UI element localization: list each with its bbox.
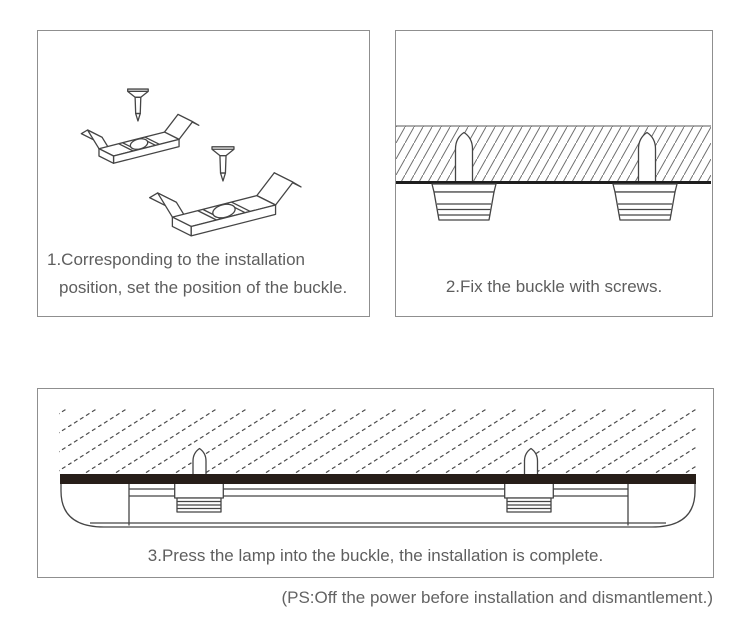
buckle-icon	[504, 483, 554, 513]
step2-panel: 2.Fix the buckle with screws.	[395, 30, 713, 317]
step3-panel: 3.Press the lamp into the buckle, the in…	[37, 388, 714, 578]
step3-caption: 3.Press the lamp into the buckle, the in…	[147, 546, 604, 565]
buckle-icon	[612, 183, 678, 221]
screw-icon	[523, 447, 539, 476]
lamp-housing	[60, 484, 696, 528]
buckle-clip-icon	[80, 114, 200, 164]
screw-icon	[454, 131, 474, 183]
power-off-footnote: (PS:Off the power before installation an…	[281, 588, 713, 607]
screw-icon	[192, 447, 207, 476]
ceiling-hatch	[59, 409, 696, 474]
buckle-placement-illustration	[80, 88, 302, 237]
step1-panel: 1.Corresponding to the installation posi…	[37, 30, 370, 317]
screw-icon	[637, 131, 657, 183]
screw-icon	[211, 146, 235, 182]
lamp-installed-illustration	[59, 409, 696, 528]
step1-caption-line2: position, set the position of the buckle…	[59, 278, 348, 297]
step1-caption-line1: 1.Corresponding to the installation	[47, 250, 305, 269]
lamp-mounting-bar	[60, 474, 696, 484]
screw-icon	[127, 88, 149, 122]
ceiling-hatch	[396, 125, 711, 182]
buckle-clip-icon	[149, 172, 302, 237]
buckle-icon	[431, 183, 497, 221]
fix-buckle-illustration	[396, 125, 711, 221]
buckle-icon	[174, 483, 224, 513]
step2-caption: 2.Fix the buckle with screws.	[445, 277, 663, 296]
